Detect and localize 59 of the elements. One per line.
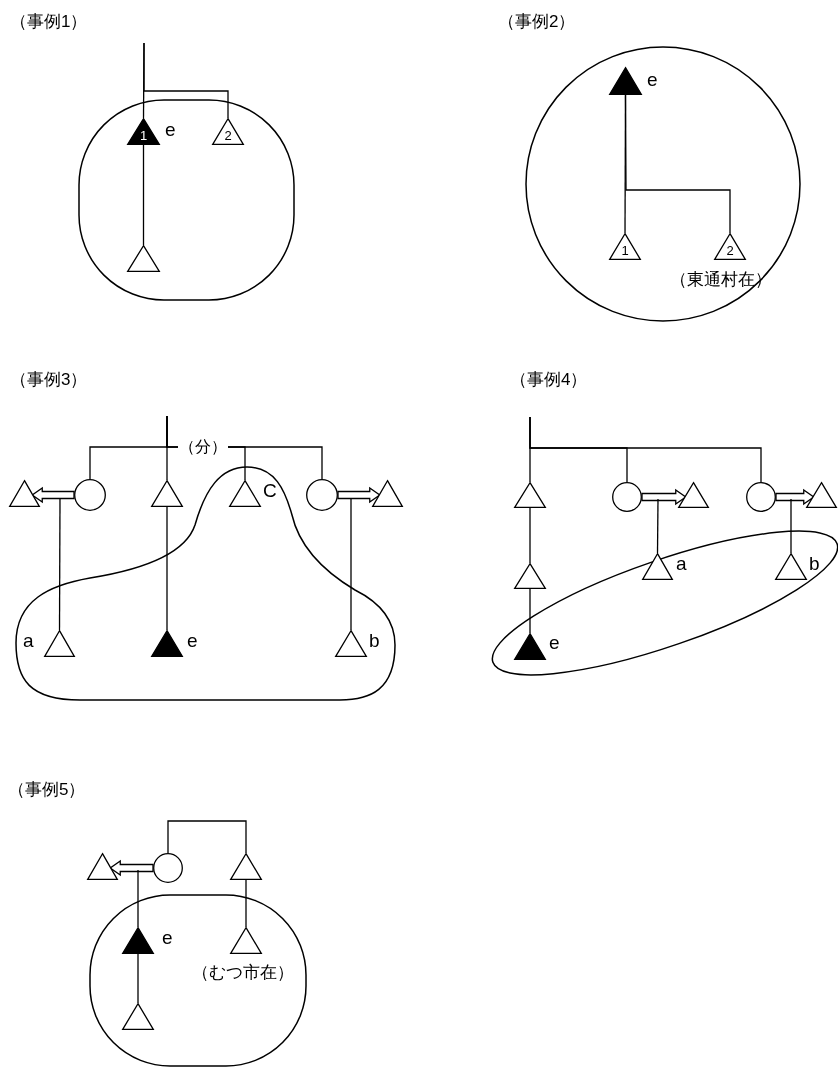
case-heading: （事例5） (8, 780, 86, 800)
kinship-line (529, 416, 762, 483)
number-label: 1 (138, 129, 149, 142)
triangle-symbol (678, 482, 709, 508)
kinship-line (656, 498, 659, 554)
edge-label: （分） (178, 438, 228, 456)
kinship-line (137, 953, 139, 1004)
triangle-symbol (87, 853, 118, 880)
case-heading: （事例3） (10, 370, 88, 390)
triangle-symbol (9, 480, 40, 507)
number-label: 1 (620, 244, 630, 257)
person-label: C (263, 481, 277, 501)
number-label: 2 (223, 129, 233, 142)
kinship-line (529, 507, 531, 564)
triangle-symbol (151, 480, 183, 507)
person-label: a (676, 554, 687, 574)
number-label: 2 (725, 244, 735, 257)
triangle-symbol (122, 1003, 154, 1030)
kinship-line (143, 42, 229, 119)
person-label: a (23, 631, 34, 651)
hollow-arrow (109, 859, 154, 877)
circle-symbol (74, 479, 106, 511)
hollow-arrow (641, 488, 687, 506)
person-label: e (162, 928, 173, 948)
circle-symbol (306, 479, 338, 511)
kinship-line (624, 94, 731, 234)
circle-symbol (746, 482, 776, 512)
hollow-arrow (337, 486, 381, 504)
kinship-line (137, 869, 139, 928)
triangle-symbol (230, 853, 262, 880)
triangle-symbol (514, 482, 546, 508)
triangle-symbol (372, 480, 403, 507)
hollow-arrow (31, 486, 75, 504)
person-label: b (809, 554, 820, 574)
hollow-arrow (775, 488, 815, 506)
case-heading: （事例4） (510, 370, 588, 390)
case-heading: （事例2） (498, 12, 576, 32)
kinship-line (166, 506, 168, 631)
triangle-symbol (514, 563, 546, 589)
kinship-line (58, 498, 61, 631)
kinship-line (790, 498, 792, 554)
kinship-line (350, 498, 352, 631)
kinship-line (245, 879, 247, 928)
person-label: b (369, 631, 380, 651)
person-label: e (165, 120, 176, 140)
triangle-symbol (806, 482, 837, 508)
circle-symbol (612, 482, 642, 512)
kinship-line (529, 588, 531, 634)
kinship-line (142, 144, 145, 246)
person-label: e (549, 633, 560, 653)
person-label: e (647, 70, 658, 90)
triangle-symbol (212, 118, 244, 145)
triangle-symbol (127, 245, 160, 272)
circle-symbol (153, 853, 183, 883)
person-label: e (187, 631, 198, 651)
kinship-line (167, 820, 247, 854)
case-heading: （事例1） (10, 12, 88, 32)
triangle-symbol (609, 233, 641, 260)
residence-note: （むつ市在） (192, 963, 294, 983)
